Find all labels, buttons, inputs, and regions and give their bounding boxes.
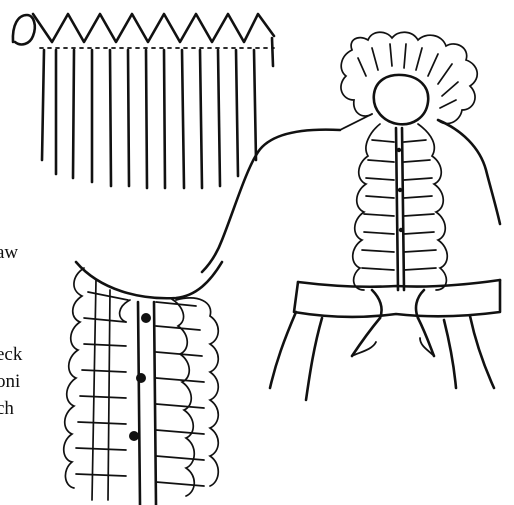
ruffle-detail-illustration [64,262,222,505]
blouse-illustration [202,32,500,400]
pleated-strip-illustration [13,14,274,188]
